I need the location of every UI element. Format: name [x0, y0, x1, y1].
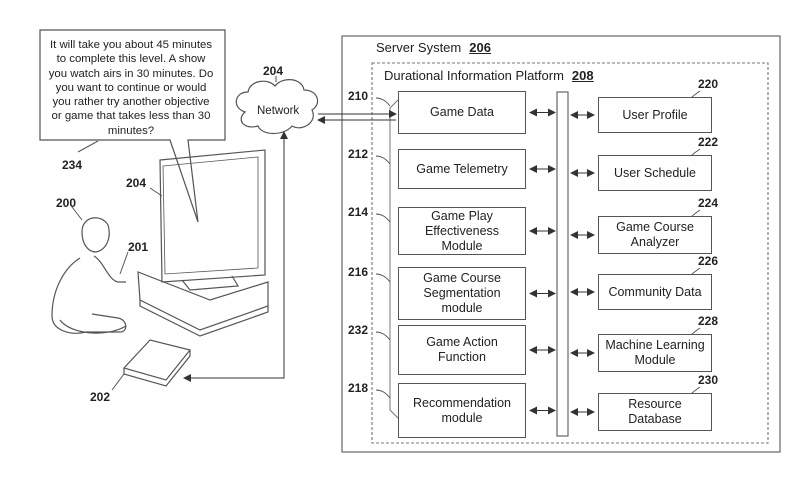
right-module-label: User Profile	[622, 107, 688, 122]
display-ref-leader	[149, 187, 163, 197]
platform-ref: 208	[571, 68, 594, 83]
speech-bubble	[39, 29, 226, 223]
left-module-ref: 212	[348, 147, 369, 161]
left-module-box: Game Data	[398, 91, 526, 134]
right-module-ref: 228	[698, 314, 719, 328]
left-module-box: Game Course Segmentation module	[398, 267, 526, 320]
left-module-box: Game Telemetry	[398, 149, 526, 189]
server-system-title: Server System 206	[376, 40, 491, 55]
right-module-box: Game Course Analyzer	[598, 216, 712, 254]
platform-box	[371, 62, 769, 444]
speech-bubble-text: It will take you about 45 minutes to com…	[48, 39, 214, 137]
left-module-label: Game Telemetry	[416, 161, 508, 176]
player	[81, 217, 110, 253]
right-module-box: Community Data	[598, 274, 712, 310]
left-module-leader	[375, 155, 391, 165]
television	[159, 149, 266, 283]
speech-bubble-ref: 234	[62, 158, 83, 172]
right-module-box: User Schedule	[598, 155, 712, 191]
right-module-ref: 230	[698, 373, 719, 387]
right-module-ref: 220	[698, 77, 719, 91]
right-module-ref: 226	[698, 254, 719, 268]
left-module-label: Recommendation module	[413, 395, 511, 425]
network-ref: 204	[263, 64, 284, 78]
network-cloud	[235, 79, 319, 135]
left-module-box: Game Play Effectiveness Module	[398, 207, 526, 255]
left-module-label: Game Action Function	[426, 335, 498, 364]
left-module-label: Game Play Effectiveness Module	[424, 208, 500, 253]
right-module-label: Resource Database	[628, 397, 682, 426]
right-module-box: Machine Learning Module	[598, 334, 712, 372]
left-module-ref: 232	[348, 323, 369, 337]
bus-bar	[556, 91, 569, 437]
right-module-label: Machine Learning Module	[605, 338, 705, 367]
left-bus-line	[389, 99, 399, 419]
right-module-label: Game Course Analyzer	[616, 220, 694, 249]
left-module-leader	[375, 97, 391, 107]
platform-label: Durational Information Platform	[384, 68, 564, 83]
network-label: Network	[257, 105, 300, 117]
left-module-ref: 216	[348, 265, 369, 279]
controller-ref: 201	[128, 240, 149, 254]
left-module-ref: 218	[348, 381, 369, 395]
game-console	[122, 339, 192, 381]
server-system-label: Server System	[376, 40, 462, 55]
right-module-box: Resource Database	[598, 393, 712, 431]
module-arrows	[529, 108, 595, 416]
display-ref: 204	[126, 176, 147, 190]
bubble-ref-leader	[77, 140, 99, 153]
right-module-ref: 224	[698, 196, 719, 210]
network-console-link	[183, 132, 285, 382]
left-module-leader	[375, 389, 391, 399]
right-module-box: User Profile	[598, 97, 712, 133]
left-module-label: Game Data	[430, 105, 494, 119]
left-module-leader	[375, 273, 391, 283]
left-module-box: Game Action Function	[398, 325, 526, 375]
right-module-label: User Schedule	[614, 165, 696, 180]
gaming-scene	[51, 149, 269, 387]
tv-stand	[137, 271, 269, 331]
console-ref-leader	[111, 373, 125, 391]
console-ref: 202	[90, 390, 111, 404]
left-module-ref: 214	[348, 205, 369, 219]
right-module-label: Community Data	[608, 284, 702, 299]
left-module-label: Game Course Segmentation module	[423, 271, 501, 315]
platform-title: Durational Information Platform 208	[384, 68, 594, 83]
right-module-ref: 222	[698, 135, 719, 149]
left-module-ref: 210	[348, 89, 369, 103]
player-ref-leader	[71, 206, 83, 221]
controller-ref-leader	[119, 251, 129, 275]
server-system-box	[341, 35, 781, 453]
player-ref: 200	[56, 196, 77, 210]
server-system-ref: 206	[469, 40, 491, 55]
left-module-leader	[375, 331, 391, 341]
left-module-box: Recommendation module	[398, 383, 526, 438]
left-module-leader	[375, 213, 391, 223]
